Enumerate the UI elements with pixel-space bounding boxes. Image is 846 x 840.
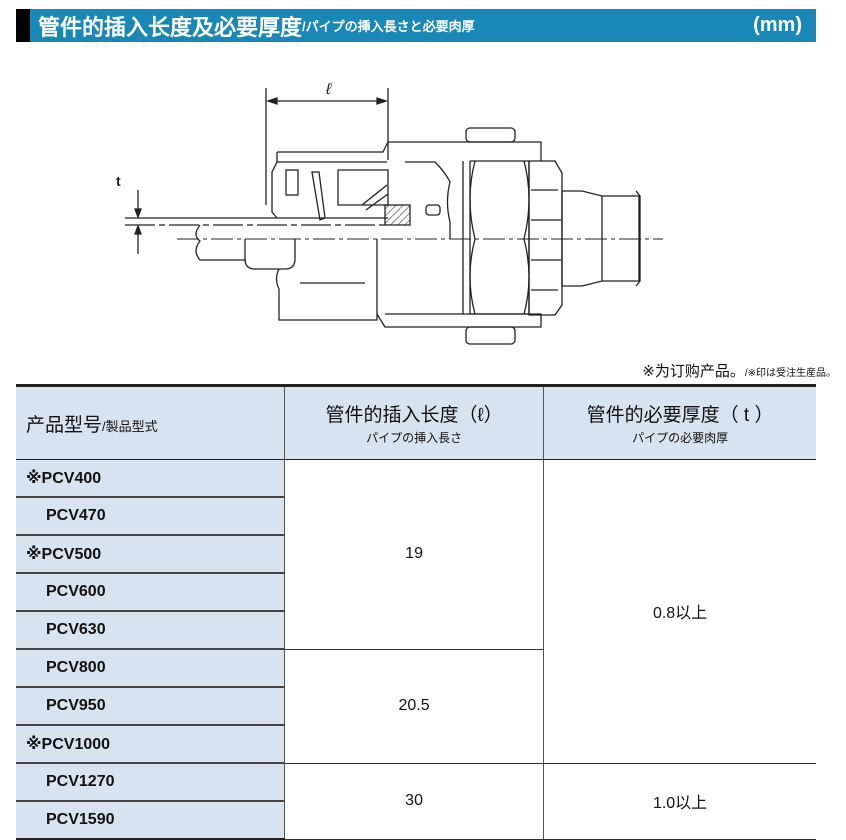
model-cell: ※PCV400 bbox=[16, 459, 285, 498]
table-row: PCV630 bbox=[16, 611, 816, 650]
model-cell: PCV950 bbox=[16, 687, 285, 726]
header-model: 产品型号/製品型式 bbox=[16, 384, 285, 460]
table-row: PCV600 bbox=[16, 573, 816, 612]
header-thickness: 管件的必要厚度（ t ） パイプの必要肉厚 bbox=[543, 384, 816, 460]
model-cell: PCV1590 bbox=[16, 801, 285, 840]
thickness-label: t bbox=[116, 173, 121, 189]
header-length-sub: パイプの挿入長さ bbox=[366, 431, 463, 445]
note-main: ※为订购产品。 bbox=[642, 363, 745, 380]
section-title-banner: 管件的插入长度及必要厚度 /パイプの挿入長さと必要肉厚 (mm) bbox=[16, 9, 816, 42]
header-thickness-sub: パイプの必要肉厚 bbox=[632, 431, 729, 445]
model-cell: PCV630 bbox=[16, 611, 285, 650]
banner-unit: (mm) bbox=[753, 14, 802, 36]
banner-title: 管件的插入长度及必要厚度 bbox=[38, 14, 303, 40]
insertion-length-table: 产品型号/製品型式 管件的插入长度（ℓ） パイプの挿入長さ 管件的必要厚度（ t … bbox=[16, 384, 816, 840]
length-cell: 30 bbox=[283, 763, 544, 840]
header-model-main: 产品型号 bbox=[26, 414, 103, 436]
model-cell: PCV600 bbox=[16, 573, 285, 612]
banner-marker bbox=[16, 9, 30, 42]
model-cell: ※PCV500 bbox=[16, 535, 285, 574]
model-cell: PCV800 bbox=[16, 649, 285, 688]
header-length-main: 管件的插入长度（ℓ） bbox=[325, 405, 503, 426]
table-row: PCV950 bbox=[16, 687, 816, 726]
length-cell: 20.5 bbox=[283, 649, 544, 764]
model-cell: PCV470 bbox=[16, 497, 285, 536]
length-cell: 19 bbox=[283, 459, 544, 650]
table-row: ※PCV1000 bbox=[16, 725, 816, 764]
table-header-row: 产品型号/製品型式 管件的插入长度（ℓ） パイプの挿入長さ 管件的必要厚度（ t … bbox=[16, 384, 816, 460]
model-cell: ※PCV1000 bbox=[16, 725, 285, 764]
table-row: ※PCV500 bbox=[16, 535, 816, 574]
header-thickness-main: 管件的必要厚度（ t ） bbox=[586, 405, 774, 426]
table-row: PCV470 bbox=[16, 497, 816, 536]
fitting-cross-section-diagram: ℓ t bbox=[116, 81, 663, 345]
length-label: ℓ bbox=[325, 81, 332, 98]
header-model-sub: /製品型式 bbox=[102, 418, 158, 434]
banner-subtitle: /パイプの挿入長さと必要肉厚 bbox=[302, 19, 475, 34]
model-cell: PCV1270 bbox=[16, 763, 285, 802]
header-length: 管件的插入长度（ℓ） パイプの挿入長さ bbox=[283, 384, 544, 460]
thickness-cell: 0.8以上 bbox=[543, 459, 816, 764]
made-to-order-note: ※为订购产品。/※印は受注生産品。 bbox=[642, 360, 836, 381]
thickness-cell: 1.0以上 bbox=[543, 763, 816, 840]
note-sub: /※印は受注生産品。 bbox=[744, 368, 836, 379]
